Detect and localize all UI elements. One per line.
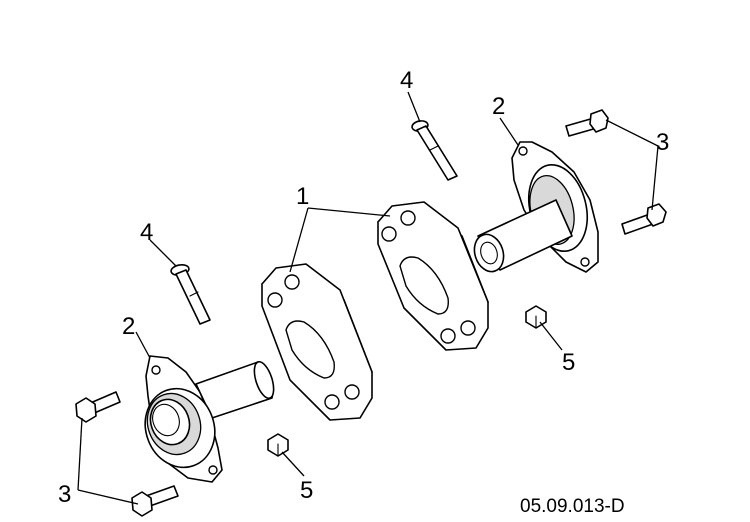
callout-2-left: 2	[122, 313, 135, 340]
callout-1: 1	[296, 183, 309, 210]
left-flange-bearing	[144, 355, 275, 483]
spacer-plate-front	[261, 263, 373, 421]
bolt-upper-right-2	[621, 203, 667, 235]
right-flange-bearing	[473, 141, 599, 273]
leader-lines	[77, 91, 659, 505]
diagram-reference-code: 05.09.013-D	[520, 496, 625, 517]
nut-left	[267, 433, 289, 457]
pin-left	[170, 264, 211, 325]
callout-5-left: 5	[300, 477, 313, 504]
bolt-upper-right-1	[565, 109, 609, 137]
callout-4-right: 4	[400, 67, 413, 94]
callout-5-right: 5	[562, 349, 575, 376]
callout-3-right: 3	[656, 129, 669, 156]
nut-right	[525, 305, 547, 329]
callout-3-left: 3	[58, 481, 71, 508]
callout-4-left: 4	[140, 219, 153, 246]
callout-2-right: 2	[492, 93, 505, 120]
pin-right	[411, 120, 458, 181]
spacer-plate-rear	[377, 201, 489, 351]
bolt-lower-left-2	[131, 485, 179, 517]
bolt-lower-left-1	[75, 391, 121, 423]
